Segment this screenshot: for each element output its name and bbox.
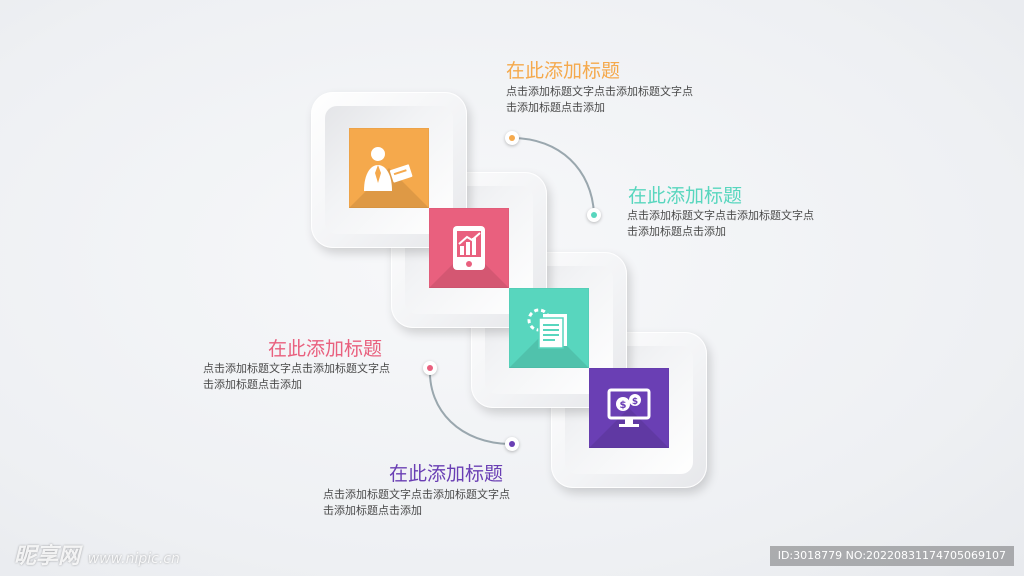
step-3-title: 在此添加标题 — [268, 338, 383, 360]
watermark-id: ID:3018779 NO:20220831174705069107 — [769, 546, 1014, 566]
money-monitor-icon: $ $ — [607, 388, 651, 427]
tile-2 — [429, 208, 509, 288]
step-2-desc: 点击添加标题文字点击添加标题文字点击添加标题点击添加 — [627, 209, 814, 238]
marker-dot-purple — [505, 437, 519, 451]
svg-text:$: $ — [632, 397, 638, 407]
connector-arc-top — [511, 137, 595, 215]
businessman-icon — [364, 147, 413, 191]
svg-text:$: $ — [620, 400, 627, 411]
step-1-title: 在此添加标题 — [506, 60, 621, 82]
marker-dot-orange — [505, 131, 519, 145]
step-1-desc: 点击添加标题文字点击添加标题文字点击添加标题点击添加 — [506, 85, 693, 114]
growth-chart-icon — [453, 226, 485, 270]
watermark-logo: 昵享网 www.nipic.cn — [14, 538, 180, 570]
watermark-logo-text: 昵享网 — [14, 544, 81, 569]
watermark-site: www.nipic.cn — [87, 551, 180, 567]
step-2-title: 在此添加标题 — [628, 185, 743, 207]
tile-3 — [509, 288, 589, 368]
step-4-desc: 点击添加标题文字点击添加标题文字点击添加标题点击添加 — [323, 488, 510, 517]
step-3-desc: 点击添加标题文字点击添加标题文字点击添加标题点击添加 — [203, 362, 390, 391]
tile-4: $ $ — [589, 368, 669, 448]
marker-dot-teal — [587, 208, 601, 222]
connector-arc-bottom — [428, 367, 513, 445]
tile-1 — [349, 128, 429, 208]
documents-icon — [527, 308, 567, 349]
step-4-title: 在此添加标题 — [389, 463, 504, 485]
marker-dot-pink — [423, 361, 437, 375]
